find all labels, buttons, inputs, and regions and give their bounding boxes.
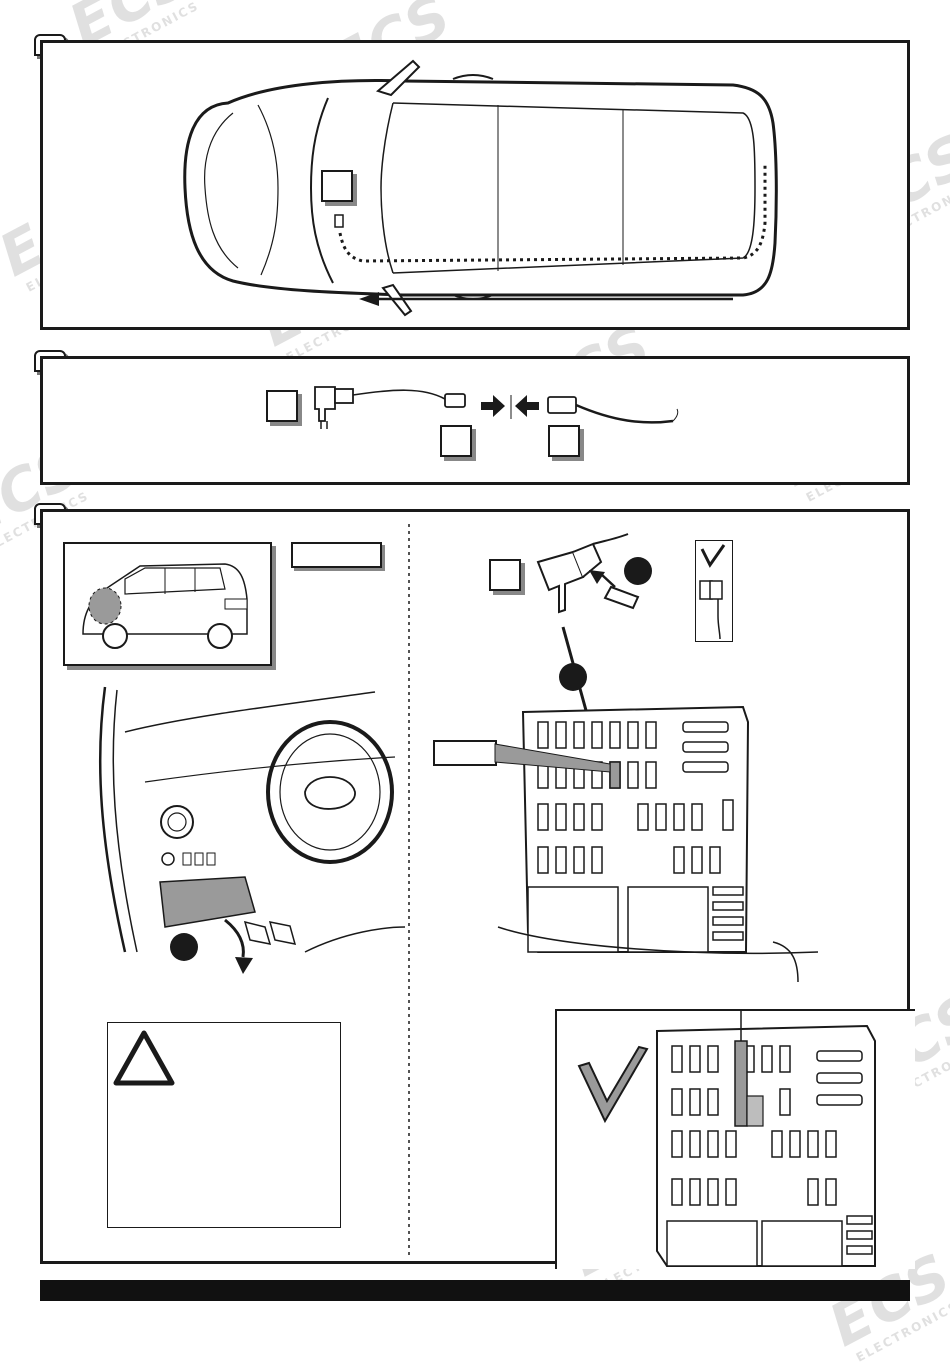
panel-2 [40, 356, 910, 485]
car-top-view [183, 59, 778, 317]
model-label-box [291, 542, 382, 568]
fuse-label-pointer [494, 743, 611, 773]
step-box-b [266, 390, 298, 422]
checkmark-icon [577, 1045, 649, 1124]
step-dot-1 [170, 933, 198, 961]
fuse-tap-drawing [536, 533, 640, 614]
dashboard-drawing [98, 686, 406, 974]
arrow-left-icon [515, 395, 539, 417]
step-box-a [321, 170, 353, 202]
divider-line [408, 524, 410, 1257]
panel-1 [40, 40, 910, 330]
car-thumbnail [63, 542, 272, 666]
step-box-d [548, 425, 580, 457]
arrow-right-icon [481, 395, 505, 417]
footer-bar [40, 1280, 910, 1301]
warning-box [107, 1022, 341, 1228]
warning-triangle-icon [113, 1030, 175, 1086]
checkmark-icon [700, 544, 726, 568]
step-dot-3 [559, 663, 587, 691]
reference-box [695, 540, 733, 642]
panel-3 [40, 509, 915, 1269]
correct-install-inset [555, 1009, 915, 1269]
harness-diagram [314, 386, 679, 429]
step-box-c [440, 425, 472, 457]
step-box-e [489, 559, 521, 591]
fuse-box-drawing [497, 705, 819, 983]
fuse-position-label [433, 740, 497, 766]
step-dot-2 [624, 557, 652, 585]
